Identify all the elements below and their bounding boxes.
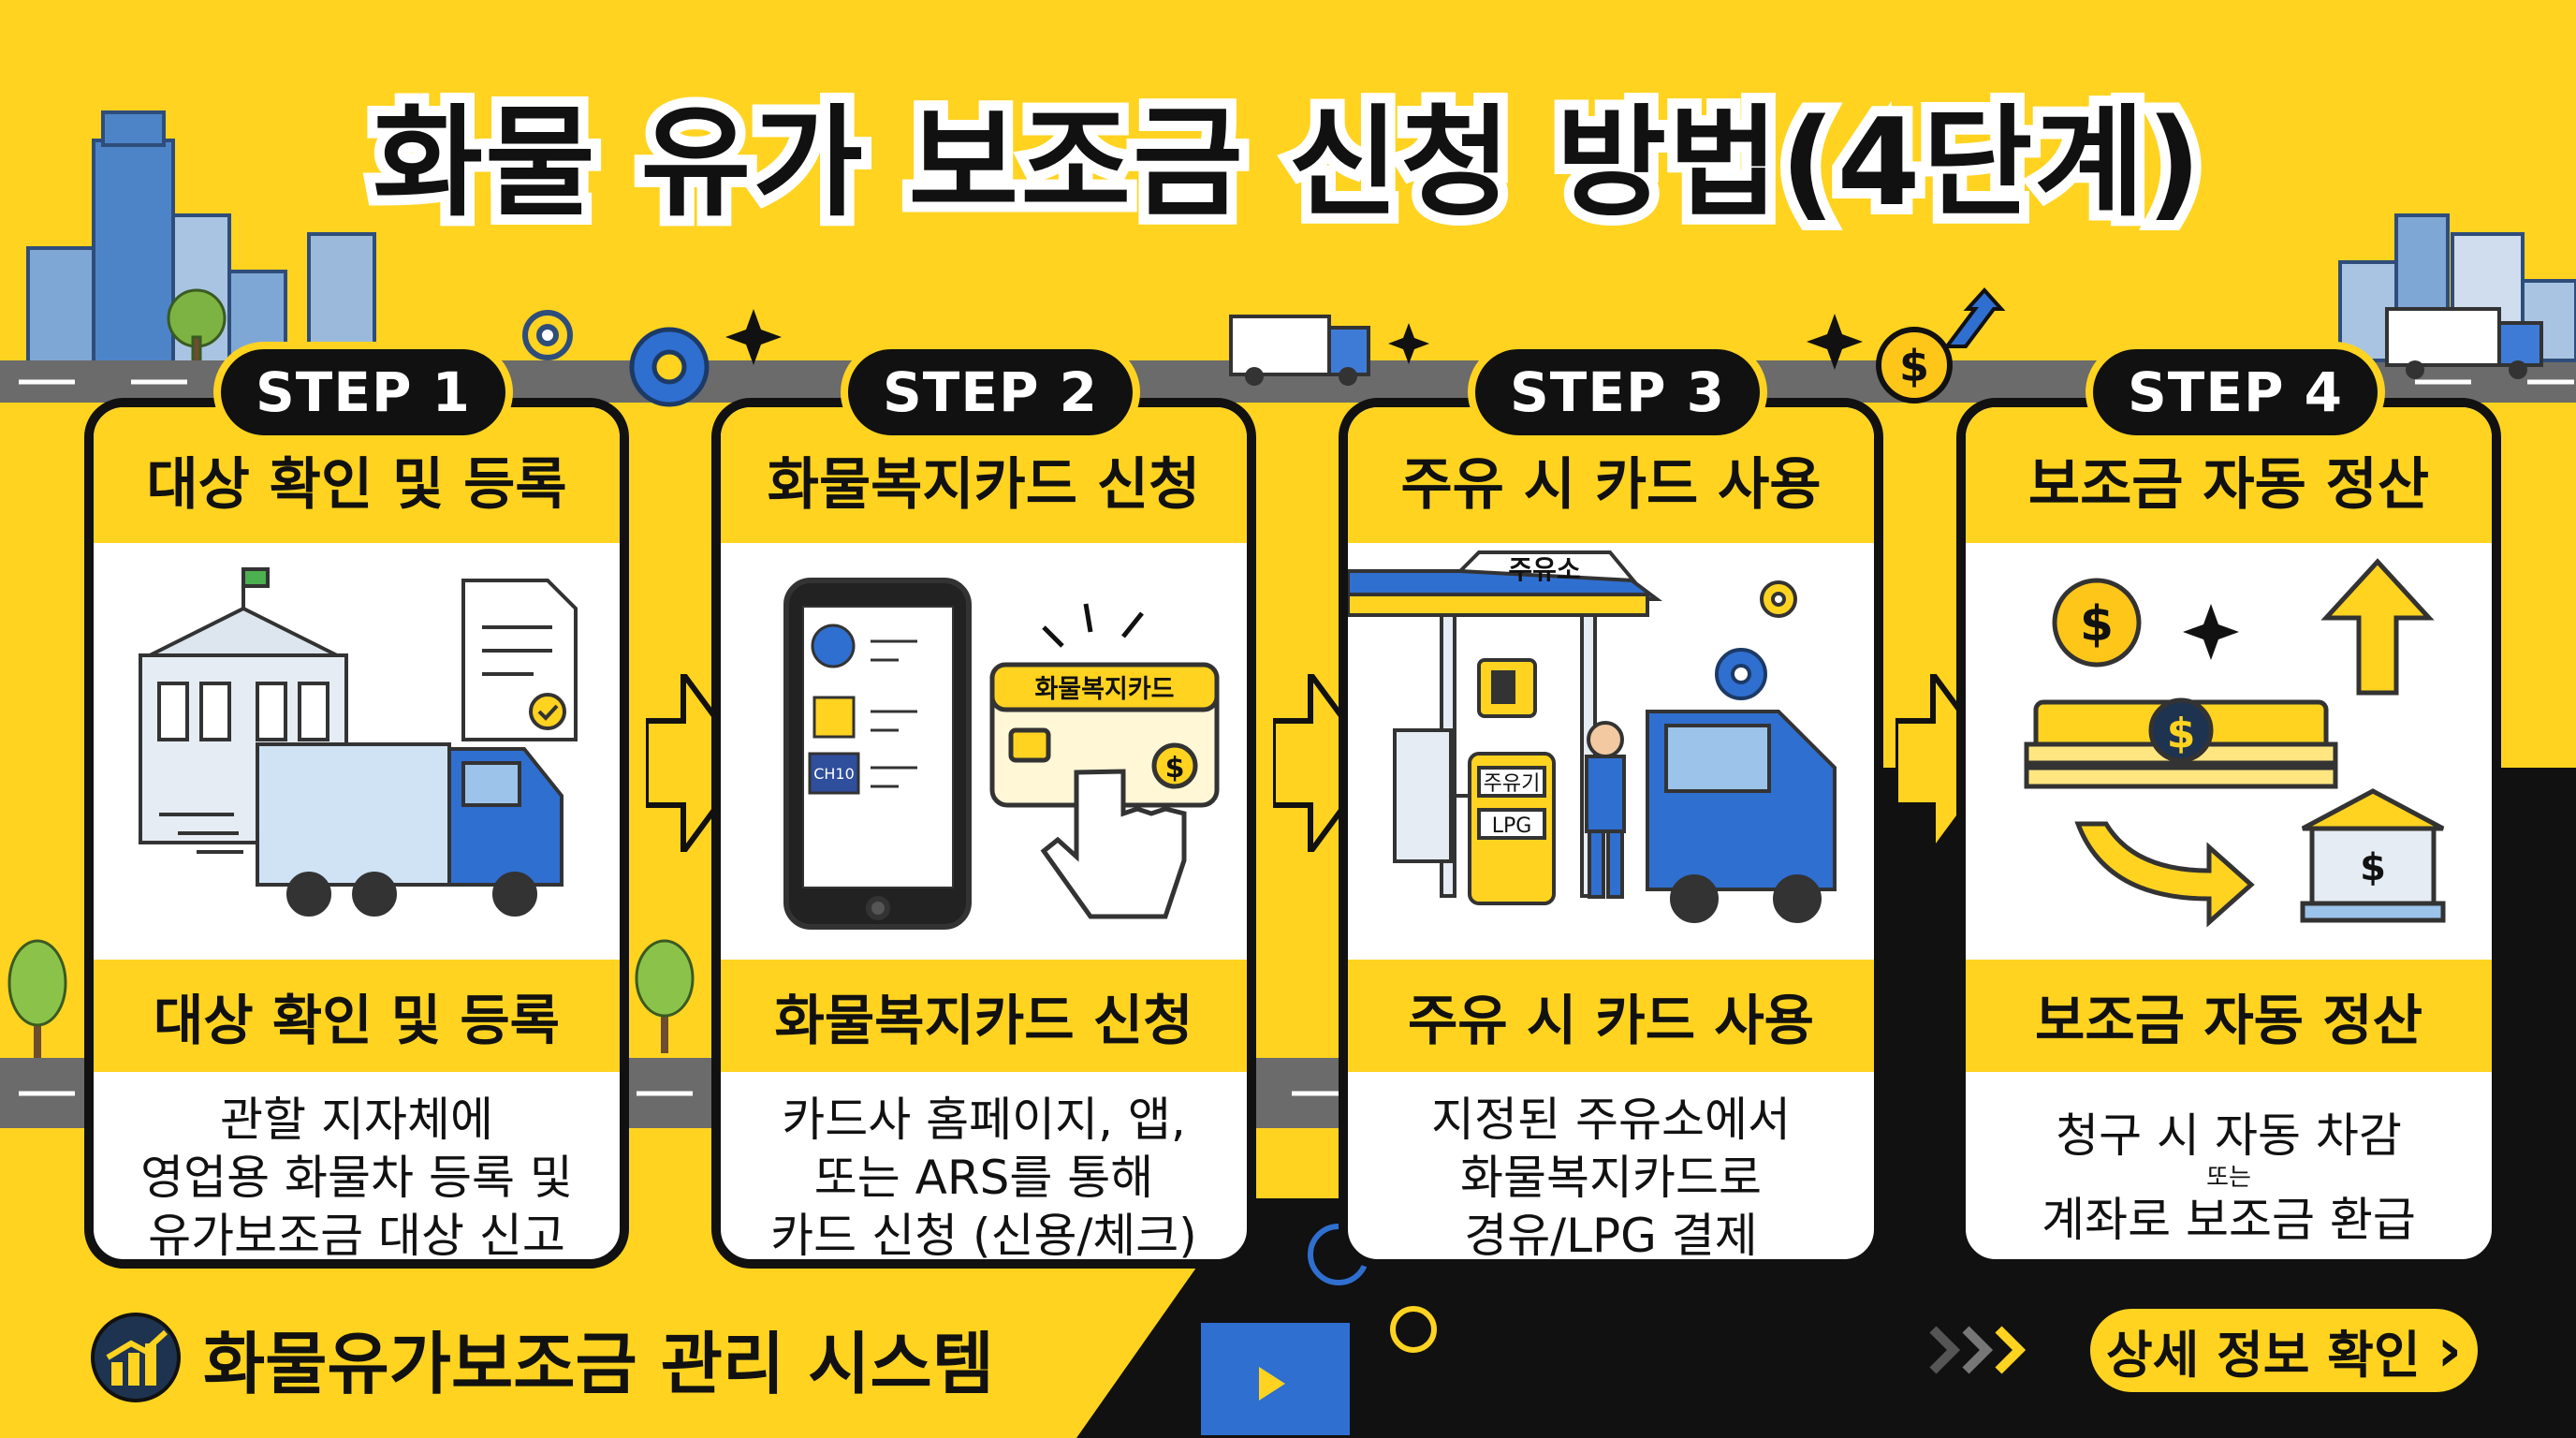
svg-text:$: $ — [1165, 752, 1185, 785]
chevron-right-icon: › — [2437, 1315, 2463, 1386]
welfare-card-icon: 화물복지카드 $ — [989, 662, 1220, 808]
step-card-4: 보조금 자동 정산 $ $ — [1956, 398, 2501, 1269]
detail-info-button[interactable]: 상세 정보 확인 › — [2083, 1301, 2485, 1400]
step-heading: 주유 시 카드 사용 — [1348, 407, 1874, 543]
step-illustration: 주유소 주유기 LPG — [1348, 543, 1874, 946]
gear-icon — [1715, 648, 1767, 700]
gear-icon-top-left — [522, 310, 573, 360]
step-badge-4: STEP 4 — [2086, 342, 2385, 443]
top-middle-truck — [1229, 315, 1370, 386]
step-subheading: 보조금 자동 정산 — [1966, 960, 2492, 1072]
step-description: 청구 시 자동 차감 또는 계좌로 보조금 환급 — [2042, 1108, 2416, 1247]
svg-text:$: $ — [2167, 710, 2196, 757]
svg-text:$: $ — [2360, 846, 2386, 889]
system-name: 화물유가보조금 관리 시스템 — [203, 1324, 995, 1403]
svg-text:주유기: 주유기 — [1484, 772, 1541, 796]
step-subheading: 대상 확인 및 등록 — [94, 960, 620, 1072]
step-description: 관할 지자체에 영업용 화물차 등록 및 유가보조금 대상 신고 — [140, 1092, 573, 1263]
svg-text:주유소: 주유소 — [1508, 554, 1580, 585]
step-illustration: $ $ $ — [1966, 543, 2492, 946]
bank-logos: CH10 — [808, 624, 917, 795]
return-arrow-icon — [2074, 821, 2255, 928]
government-office-truck-illustration — [139, 567, 578, 917]
tap-lines — [1042, 603, 1144, 648]
step-heading: 대상 확인 및 등록 — [94, 407, 620, 543]
government-building-icon — [139, 567, 348, 844]
chart-logo-icon — [91, 1313, 181, 1402]
step-subheading: 화물복지카드 신청 — [721, 960, 1247, 1072]
left-trees-bottom — [7, 939, 695, 1058]
step-card-3: 주유 시 카드 사용 주유소 — [1339, 398, 1883, 1269]
footer-system-logo: 화물유가보조금 관리 시스템 — [89, 1306, 994, 1409]
step-description: 카드사 홈페이지, 앱, 또는 ARS를 통해 카드 신청 (신용/체크) — [770, 1092, 1197, 1263]
fuel-sign-icon — [1477, 658, 1537, 718]
step-badge-3: STEP 3 — [1468, 342, 1767, 443]
svg-text:$: $ — [2080, 596, 2114, 653]
page-title: 화물 유가 보조금 신청 방법(4단계) — [362, 83, 2211, 243]
phone-card-illustration: CH10 화물복지카드 $ — [783, 578, 1220, 930]
step-badge-1: STEP 1 — [213, 342, 513, 443]
step-card-1: 대상 확인 및 등록 — [84, 398, 629, 1269]
detail-button-label: 상세 정보 확인 — [2105, 1326, 2421, 1385]
step-illustration: CH10 화물복지카드 $ — [721, 543, 1247, 946]
money-settlement-illustration: $ $ $ — [2024, 558, 2446, 928]
chevrons-decor — [1929, 1326, 2027, 1374]
step-description: 지정된 주유소에서 화물복지카드로 경유/LPG 결제 — [1431, 1092, 1791, 1263]
document-icon — [461, 579, 578, 741]
svg-text:$: $ — [1899, 341, 1929, 391]
coin-icon-top: $ — [1876, 287, 2006, 404]
fuel-pump-icon: 주유기 LPG — [1440, 752, 1556, 905]
truck-icon — [1393, 710, 1837, 923]
svg-text:화물복지카드: 화물복지카드 — [1034, 675, 1174, 704]
step-subheading: 주유 시 카드 사용 — [1348, 960, 1874, 1072]
svg-text:LPG: LPG — [1492, 814, 1532, 838]
step-badge-2: STEP 2 — [841, 342, 1140, 443]
money-stack-icon: $ — [2024, 697, 2338, 789]
gear-icon-top-large — [629, 327, 710, 407]
step-illustration — [94, 543, 620, 946]
arrow-up-icon — [2320, 558, 2435, 696]
gas-station-illustration: 주유소 주유기 LPG — [1348, 550, 1837, 923]
hand-pointer-icon — [1040, 769, 1187, 919]
right-top-truck — [2385, 307, 2543, 379]
sparkle-icon — [2183, 604, 2239, 660]
coin-icon: $ — [2052, 578, 2142, 668]
bank-icon: $ — [2300, 788, 2446, 923]
worker-icon — [1585, 721, 1626, 899]
svg-text:CH10: CH10 — [813, 765, 855, 783]
gear-icon — [1760, 580, 1797, 618]
step-card-2: 화물복지카드 신청 CH10 화물복지카드 — [711, 398, 1256, 1269]
sparkle-icon — [725, 309, 1863, 370]
truck-icon — [256, 742, 564, 917]
